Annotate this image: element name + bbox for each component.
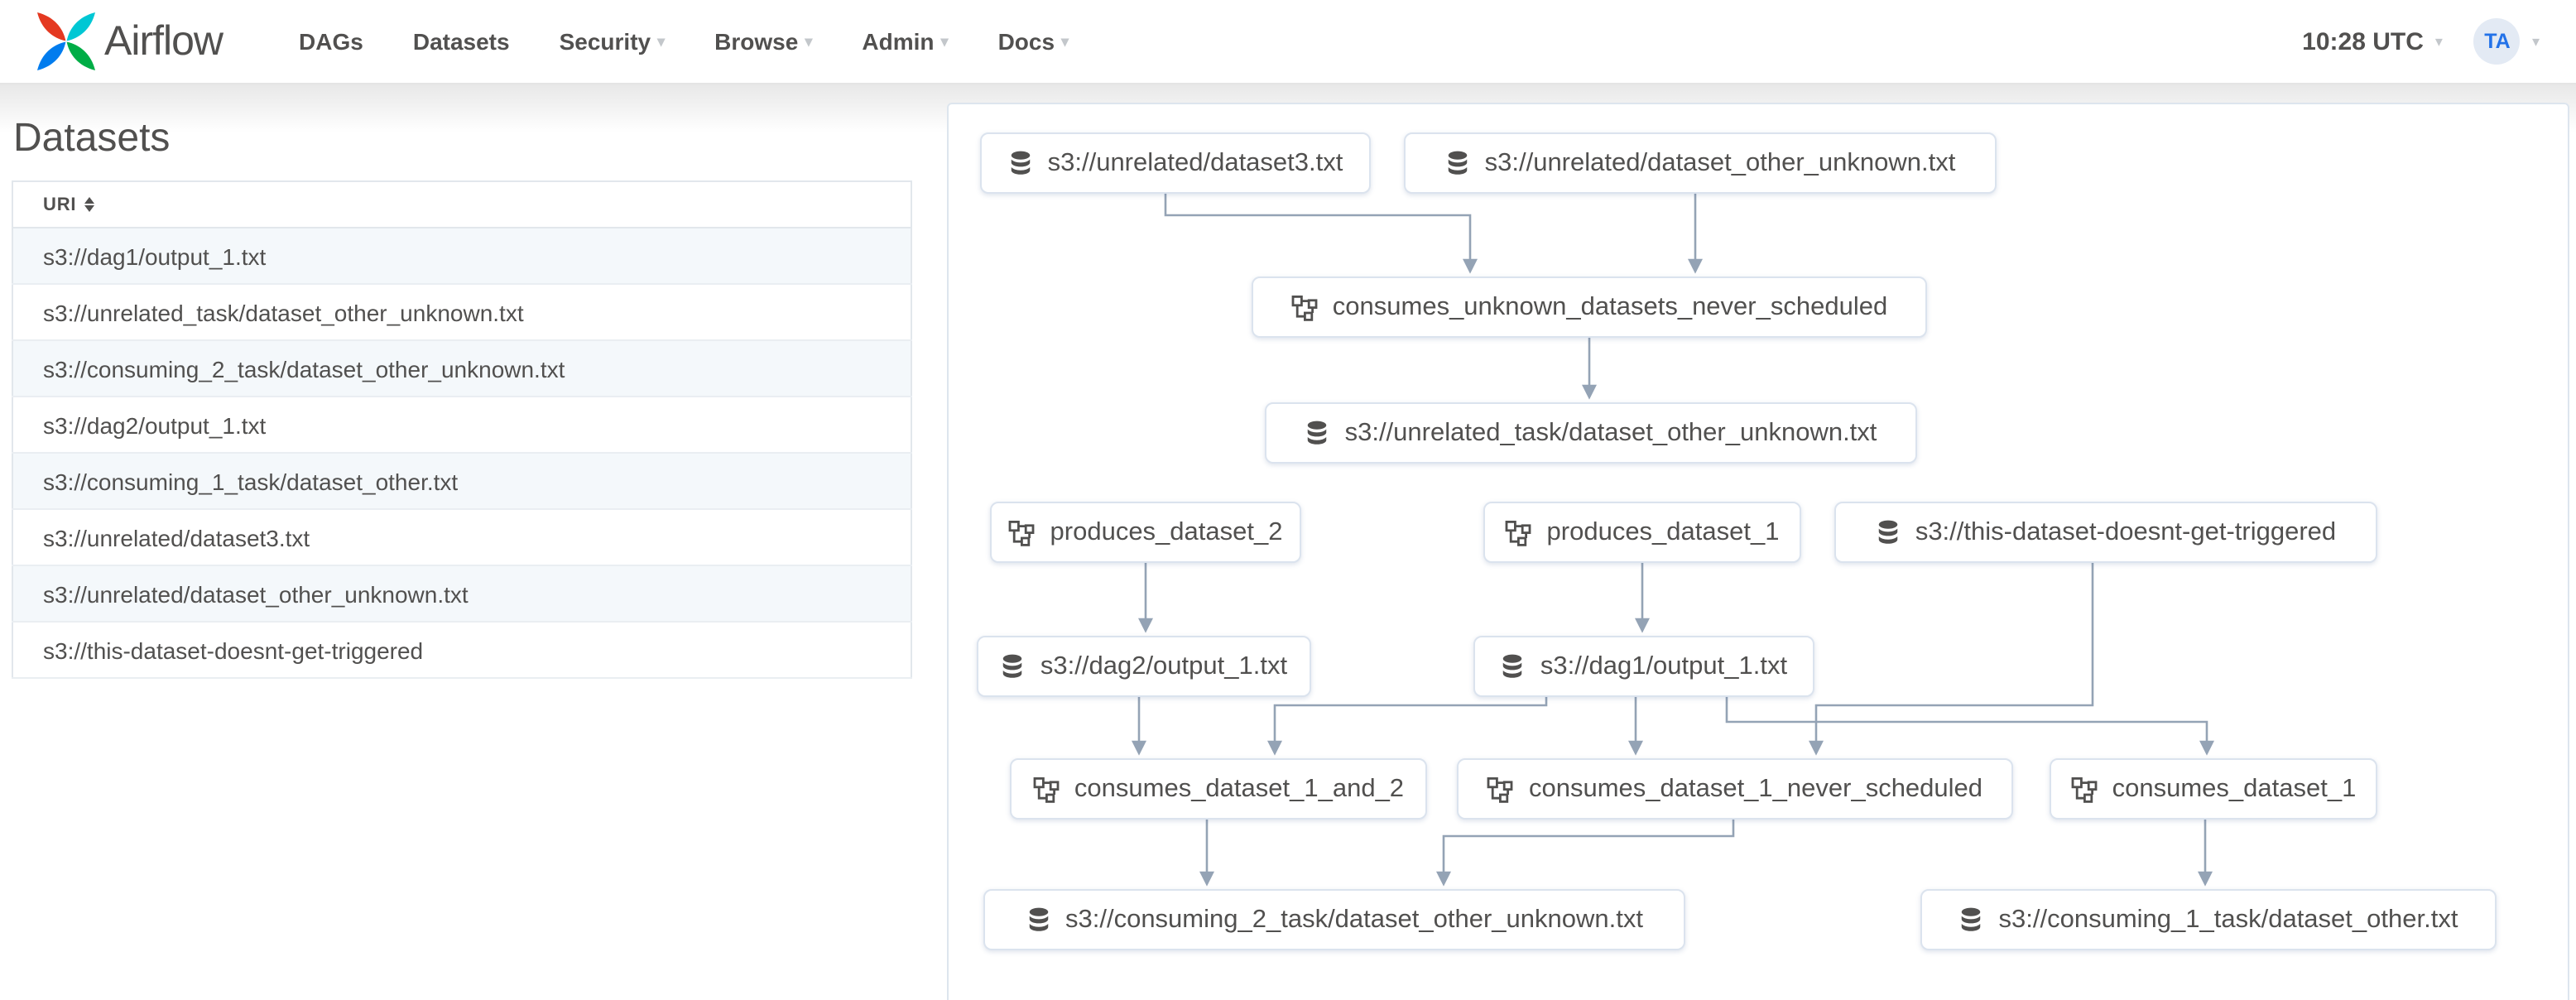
database-icon <box>1308 420 1327 444</box>
nav-item-label: Security <box>559 28 651 55</box>
graph-node-dataset-n14[interactable]: s3://consuming_1_task/dataset_other.txt <box>1920 889 2497 950</box>
graph-node-label: s3://unrelated/dataset_other_unknown.txt <box>1484 148 1956 176</box>
uri-cell[interactable]: s3://this-dataset-doesnt-get-triggered <box>12 622 911 679</box>
airflow-pinwheel-icon <box>37 12 95 70</box>
page-title: Datasets <box>13 116 171 161</box>
database-icon <box>1503 653 1523 677</box>
nav-item-label: Admin <box>862 28 935 55</box>
graph-node-dataset-n2[interactable]: s3://unrelated/dataset_other_unknown.txt <box>1404 132 1997 194</box>
chevron-down-icon: ▾ <box>940 32 949 49</box>
chevron-down-icon: ▾ <box>1061 32 1069 49</box>
graph-node-label: consumes_dataset_1_and_2 <box>1074 774 1405 802</box>
uri-cell[interactable]: s3://dag2/output_1.txt <box>12 397 911 454</box>
main-nav: DAGs Datasets Security ▾ Browse ▾ Admin ▾ Docs ▾ <box>299 28 1069 55</box>
uri-header-label: URI <box>43 195 77 214</box>
database-icon <box>1448 150 1467 174</box>
table-row[interactable]: s3://unrelated/dataset_other_unknown.txt <box>12 565 911 623</box>
uri-cell[interactable]: s3://unrelated_task/dataset_other_unknow… <box>12 284 911 341</box>
graph-node-label: s3://dag1/output_1.txt <box>1540 651 1788 680</box>
uri-cell[interactable]: s3://consuming_2_task/dataset_other_unkn… <box>12 340 911 397</box>
graph-node-dag-n6[interactable]: produces_dataset_1 <box>1483 502 1801 563</box>
nav-item-docs[interactable]: Docs ▾ <box>998 28 1069 55</box>
graph-node-label: s3://unrelated/dataset3.txt <box>1047 148 1343 176</box>
database-icon <box>1878 519 1898 543</box>
graph-node-label: s3://unrelated_task/dataset_other_unknow… <box>1344 418 1877 446</box>
brand-title: Airflow <box>104 17 223 64</box>
graph-node-label: consumes_dataset_1 <box>2112 774 2357 802</box>
table-row[interactable]: s3://dag2/output_1.txt <box>12 397 911 454</box>
clock[interactable]: 10:28 UTC <box>2302 27 2424 55</box>
graph-node-label: produces_dataset_2 <box>1050 517 1283 546</box>
nav-item-label: Docs <box>997 28 1055 55</box>
table-row[interactable]: s3://dag1/output_1.txt <box>12 228 911 285</box>
nav-item-browse[interactable]: Browse ▾ <box>714 28 812 55</box>
dag-icon <box>2071 776 2098 802</box>
nav-item-label: Browse <box>714 28 799 55</box>
database-icon <box>1962 906 1981 930</box>
graph-node-dag-n12[interactable]: consumes_dataset_1 <box>2050 758 2377 820</box>
graph-node-dag-n11[interactable]: consumes_dataset_1_never_scheduled <box>1457 758 2013 820</box>
graph-node-dataset-n13[interactable]: s3://consuming_2_task/dataset_other_unkn… <box>983 889 1685 950</box>
uri-cell[interactable]: s3://consuming_1_task/dataset_other.txt <box>12 453 911 510</box>
graph-node-dataset-n8[interactable]: s3://dag2/output_1.txt <box>977 636 1311 697</box>
nav-item-label: Datasets <box>412 28 510 55</box>
chevron-down-icon: ▾ <box>805 32 813 49</box>
graph-node-label: consumes_dataset_1_never_scheduled <box>1528 774 1983 802</box>
graph-node-label: produces_dataset_1 <box>1546 517 1780 546</box>
graph-node-dag-n5[interactable]: produces_dataset_2 <box>990 502 1301 563</box>
uri-column-header[interactable]: URI <box>12 181 911 228</box>
graph-node-dag-n10[interactable]: consumes_dataset_1_and_2 <box>1010 758 1427 820</box>
dag-icon <box>1009 520 1035 546</box>
dag-icon <box>1506 520 1531 546</box>
navbar-right: 10:28 UTC ▾ TA ▾ <box>2302 18 2540 65</box>
graph-node-label: s3://this-dataset-doesnt-get-triggered <box>1915 517 2337 546</box>
nav-item-datasets[interactable]: Datasets <box>413 28 510 55</box>
table-header-row: URI <box>12 181 911 228</box>
database-icon <box>1003 653 1023 677</box>
uri-cell[interactable]: s3://dag1/output_1.txt <box>12 228 911 285</box>
graph-node-dataset-n1[interactable]: s3://unrelated/dataset3.txt <box>980 132 1371 194</box>
nav-item-dags[interactable]: DAGs <box>299 28 363 55</box>
graph-node-dataset-n9[interactable]: s3://dag1/output_1.txt <box>1473 636 1814 697</box>
graph-node-label: consumes_unknown_datasets_never_schedule… <box>1332 292 1888 320</box>
graph-node-label: s3://dag2/output_1.txt <box>1040 651 1288 680</box>
uri-cell[interactable]: s3://unrelated/dataset_other_unknown.txt <box>12 565 911 623</box>
nav-item-security[interactable]: Security ▾ <box>560 28 666 55</box>
nav-item-admin[interactable]: Admin ▾ <box>862 28 948 55</box>
dag-icon <box>1291 295 1318 320</box>
dag-icon <box>1033 776 1060 802</box>
graph-node-dag-n3[interactable]: consumes_unknown_datasets_never_schedule… <box>1252 276 1927 338</box>
table-row[interactable]: s3://unrelated_task/dataset_other_unknow… <box>12 284 911 341</box>
table-row[interactable]: s3://consuming_1_task/dataset_other.txt <box>12 453 911 510</box>
graph-node-dataset-n4[interactable]: s3://unrelated_task/dataset_other_unknow… <box>1265 402 1917 464</box>
graph-node-label: s3://consuming_1_task/dataset_other.txt <box>1998 905 2458 933</box>
clock-caret-icon[interactable]: ▾ <box>2434 32 2443 49</box>
graph-node-label: s3://consuming_2_task/dataset_other_unkn… <box>1065 905 1643 933</box>
database-icon <box>1028 906 1048 930</box>
uri-cell[interactable]: s3://unrelated/dataset3.txt <box>12 509 911 566</box>
airflow-brand[interactable]: Airflow <box>33 8 223 75</box>
graph-node-dataset-n7[interactable]: s3://this-dataset-doesnt-get-triggered <box>1834 502 2377 563</box>
user-avatar[interactable]: TA <box>2473 18 2521 65</box>
chevron-down-icon: ▾ <box>657 32 666 49</box>
user-menu-caret-icon[interactable]: ▾ <box>2531 32 2540 49</box>
table-row[interactable]: s3://consuming_2_task/dataset_other_unkn… <box>12 340 911 397</box>
table-row[interactable]: s3://unrelated/dataset3.txt <box>12 509 911 566</box>
database-icon <box>1011 150 1030 174</box>
dag-icon <box>1487 776 1514 802</box>
nav-item-label: DAGs <box>299 28 363 55</box>
sort-icon[interactable] <box>84 196 95 213</box>
table-row[interactable]: s3://this-dataset-doesnt-get-triggered <box>12 622 911 679</box>
